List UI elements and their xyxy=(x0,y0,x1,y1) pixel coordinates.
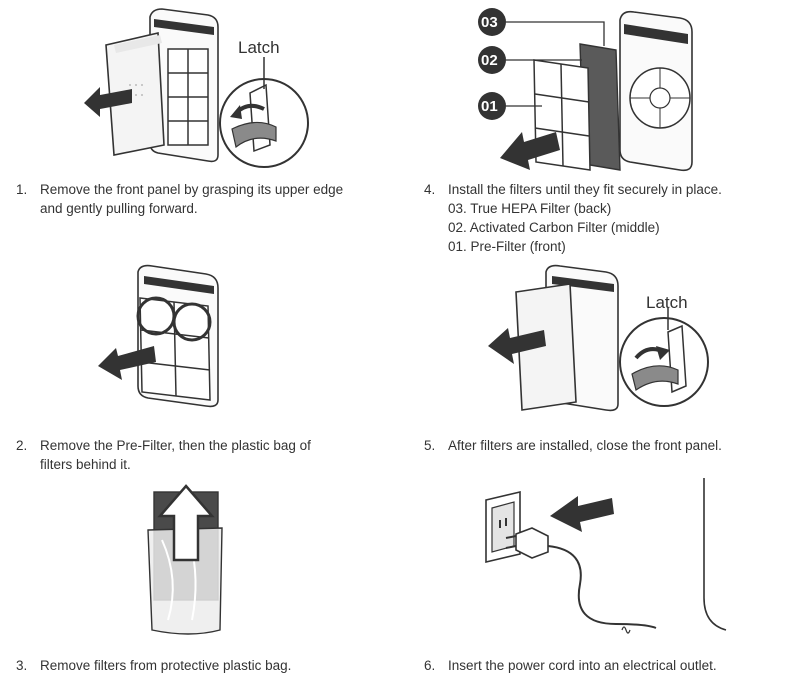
illustration-remove-prefilter xyxy=(98,264,219,408)
step-text: Remove filters from protective plastic b… xyxy=(40,658,292,673)
step-text: Remove the Pre-Filter, then the plastic … xyxy=(40,438,311,472)
badge-01: 01 xyxy=(481,98,498,115)
latch-callout-label: Latch xyxy=(646,293,688,312)
illustration-remove-from-bag xyxy=(147,484,223,635)
filter-item-prefilter: 01. Pre-Filter (front) xyxy=(448,239,566,254)
illustration-install-filters: 03 02 01 xyxy=(478,8,693,172)
step-number: 5. xyxy=(424,438,436,453)
illustration-close-front-panel: Latch xyxy=(488,264,709,412)
step-text: Remove the front panel by grasping its u… xyxy=(40,182,344,216)
step-number: 1. xyxy=(16,182,28,197)
illustration-insert-power-cord xyxy=(485,478,727,634)
latch-callout-label: Latch xyxy=(238,38,280,57)
filter-item-carbon: 02. Activated Carbon Filter (middle) xyxy=(448,220,660,235)
step-number: 4. xyxy=(424,182,436,197)
step-text: Insert the power cord into an electrical… xyxy=(448,658,717,673)
filter-item-hepa: 03. True HEPA Filter (back) xyxy=(448,201,612,216)
step-number: 3. xyxy=(16,658,28,673)
badge-02: 02 xyxy=(481,52,498,69)
badge-03: 03 xyxy=(481,14,498,31)
step-number: 2. xyxy=(16,438,28,453)
step-text: After filters are installed, close the f… xyxy=(448,438,722,453)
step-number: 6. xyxy=(424,658,436,673)
step-text: Install the filters until they fit secur… xyxy=(448,182,722,197)
illustration-remove-front-panel: Latch xyxy=(84,8,309,168)
